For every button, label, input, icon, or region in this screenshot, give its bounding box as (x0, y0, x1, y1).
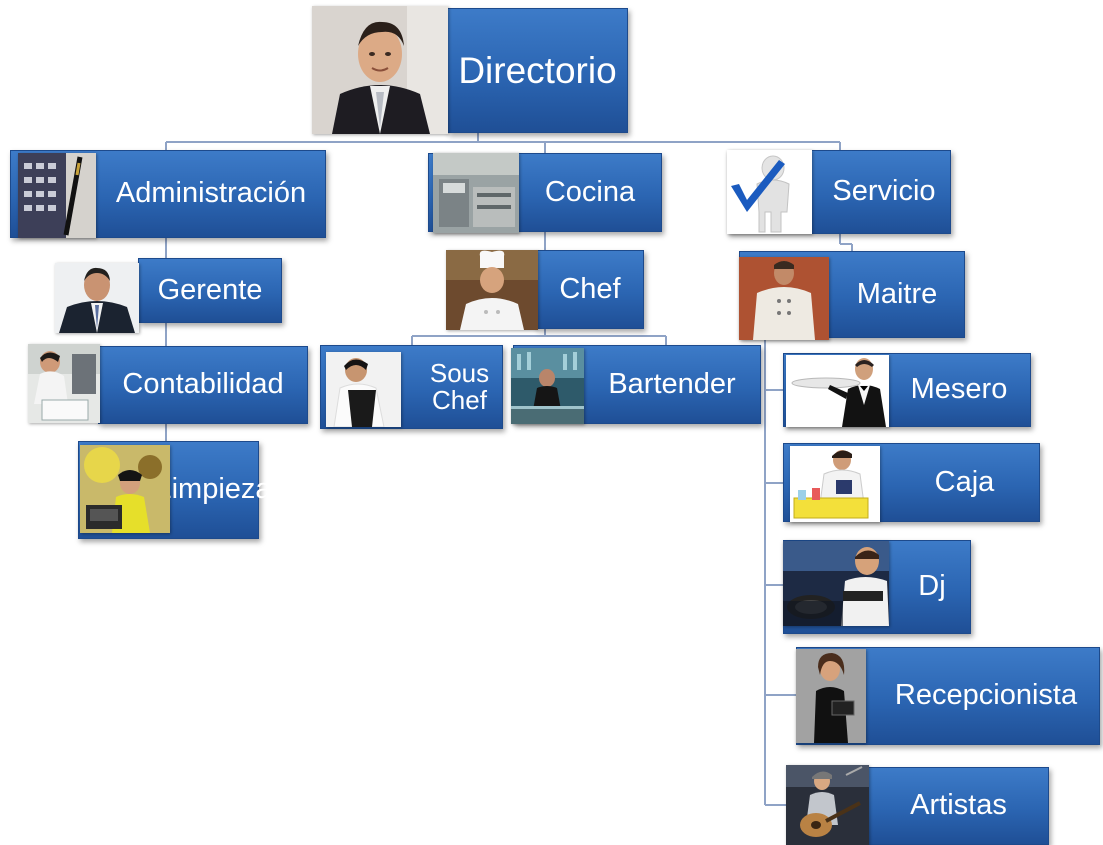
node-label: Sous Chef (429, 358, 490, 415)
chef-photo (446, 250, 538, 330)
node-chef: Chef (536, 250, 644, 329)
cashier-photo (80, 445, 170, 533)
node-label: Contabilidad (122, 368, 284, 401)
node-label: Caja (934, 465, 995, 498)
accountant-photo (28, 344, 100, 423)
node-label: Gerente (157, 273, 263, 306)
node-label: Limpieza (155, 473, 272, 506)
kitchen-photo (433, 153, 519, 233)
node-label: Bartender (608, 367, 736, 400)
bartender-photo (511, 348, 584, 424)
cleaner-photo (790, 446, 880, 522)
node-label: Servicio (832, 175, 936, 208)
node-label: Artistas (910, 789, 1007, 822)
waiter-photo (786, 355, 889, 427)
receptionist-photo (796, 649, 866, 743)
node-label: Administración (115, 177, 307, 210)
maitre-photo (739, 257, 829, 340)
sous-chef-photo (326, 352, 401, 427)
node-label: Cocina (544, 175, 636, 208)
manager-photo (55, 263, 139, 333)
guitarist-photo (786, 765, 869, 845)
node-gerente: Gerente (138, 258, 282, 323)
node-contabilidad: Contabilidad (98, 346, 308, 424)
node-label: Maitre (856, 277, 938, 310)
node-label: Dj (918, 570, 946, 603)
dj-photo (783, 541, 889, 626)
node-label: Chef (559, 272, 621, 305)
node-label: Directorio (458, 49, 617, 91)
calculator-pen-photo (18, 153, 96, 238)
businessman-photo (312, 6, 448, 134)
checkmark-figure-photo (727, 150, 812, 234)
node-directorio: Directorio (447, 8, 628, 133)
node-label: Recepcionista (894, 679, 1078, 712)
node-artistas: Artistas (868, 767, 1049, 845)
node-label: Mesero (910, 373, 1008, 406)
